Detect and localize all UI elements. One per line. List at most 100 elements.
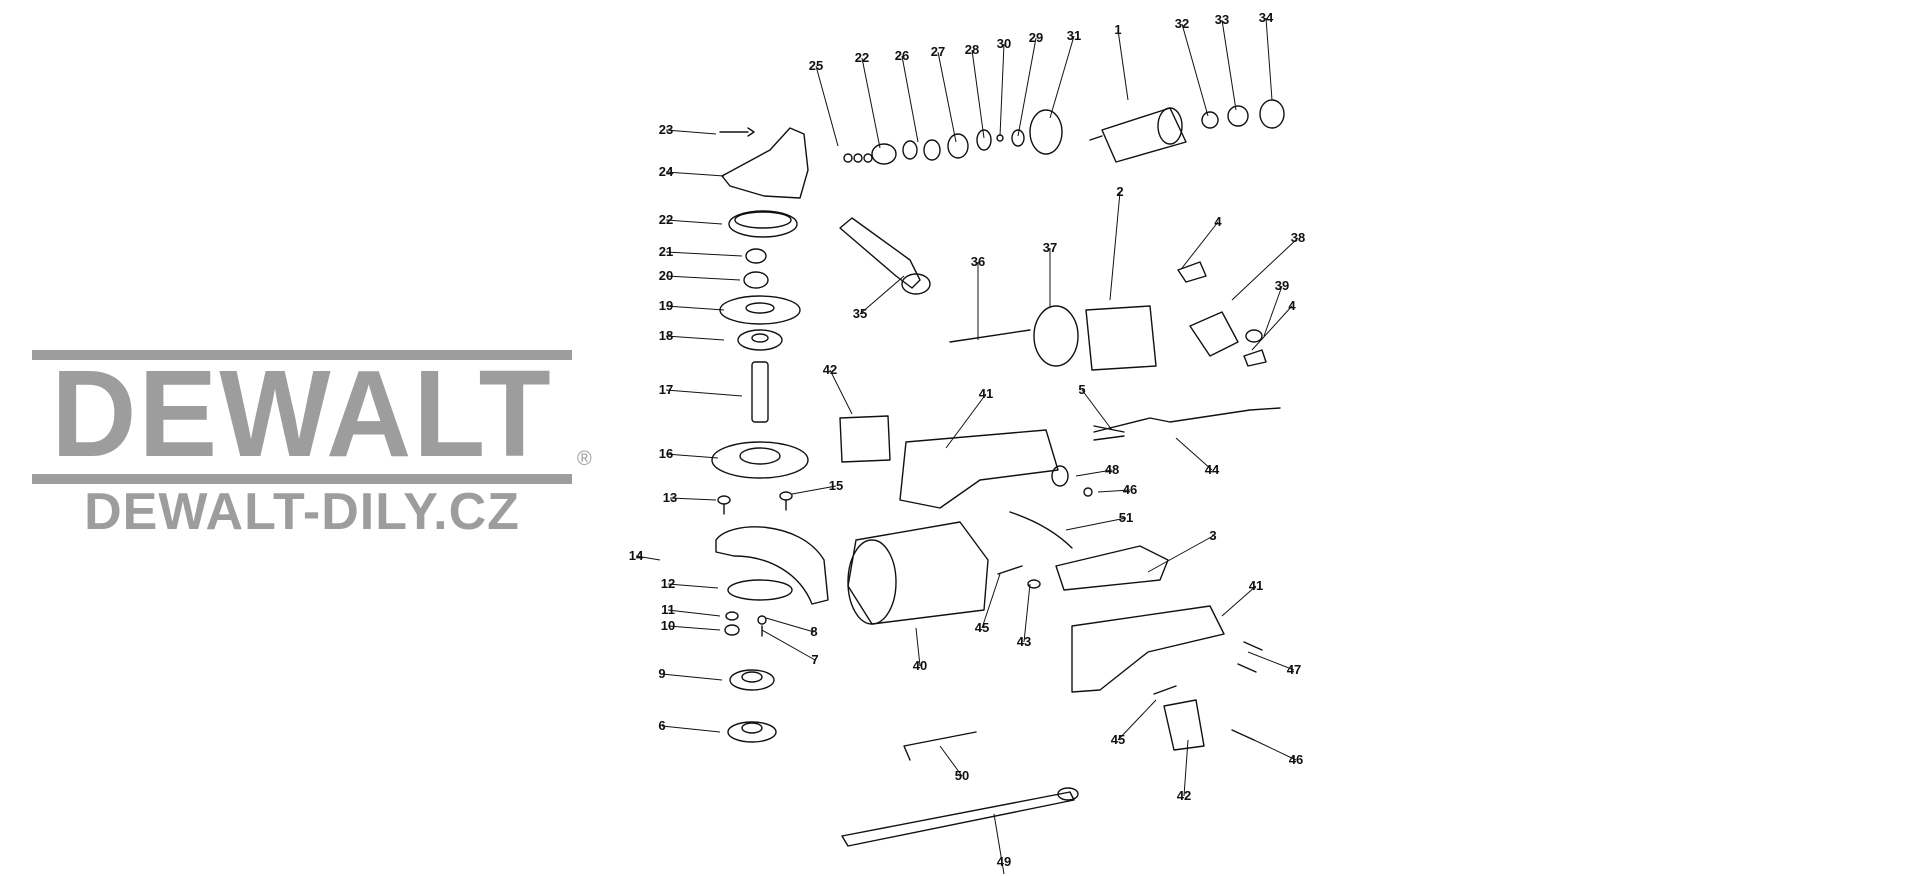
spanner-49: [841, 791, 1075, 847]
brush-holder-38: [1189, 311, 1239, 357]
leader-line: [665, 453, 719, 459]
leader-line: [1183, 739, 1189, 797]
part-number-label: 6: [658, 718, 665, 733]
leader-line: [1065, 517, 1127, 531]
part-number-label: 49: [997, 854, 1011, 869]
screw-45b: [1153, 685, 1177, 695]
part-number-label: 39: [1275, 278, 1289, 293]
ring-29: [1011, 129, 1025, 147]
part-number-label: 36: [971, 254, 985, 269]
leader-line: [665, 171, 725, 177]
armature-commutator: [1157, 107, 1183, 145]
leader-line: [1181, 23, 1209, 117]
flange-part: [719, 295, 801, 325]
leader-line: [1247, 651, 1295, 671]
leader-line: [665, 305, 725, 311]
part-number-label: 50: [955, 768, 969, 783]
logo-bottom-bar: [32, 474, 572, 484]
leader-line: [1221, 19, 1237, 111]
leader-line: [1175, 437, 1213, 471]
leader-line: [859, 275, 905, 315]
leader-line: [829, 369, 853, 415]
clamp-ring-part: [727, 579, 793, 601]
logo-brand-text: DEWALT: [51, 344, 553, 484]
washer-small-part: [757, 615, 767, 625]
part-number-label: 32: [1175, 16, 1189, 31]
ring-26b: [902, 140, 918, 160]
nut-small-part: [724, 624, 740, 636]
screw-46b: [1231, 729, 1255, 741]
part-number-label: 15: [829, 478, 843, 493]
part-number-label: 27: [931, 44, 945, 59]
leader-line: [1017, 37, 1037, 137]
part-number-label: 33: [1215, 12, 1229, 27]
long-screw-36: [949, 329, 1031, 343]
part-number-label: 4: [1288, 298, 1296, 313]
part-number-label: 26: [895, 48, 909, 63]
end-cover-42b: [1163, 699, 1205, 751]
part-number-label: 35: [853, 306, 867, 321]
bearing-cap-34: [1259, 99, 1285, 129]
screw-part: [719, 127, 755, 137]
part-number-label: 24: [659, 164, 674, 179]
leader-line: [1147, 535, 1214, 573]
part-number-label: 16: [659, 446, 673, 461]
leader-line: [635, 555, 661, 561]
part-number-label: 31: [1067, 28, 1081, 43]
leader-line: [667, 625, 721, 631]
leader-line: [993, 813, 1005, 875]
leader-line: [861, 57, 881, 149]
bearing-small-part: [743, 271, 769, 289]
brush-4b: [1243, 349, 1267, 367]
flange-hub: [745, 302, 775, 314]
leader-line: [661, 725, 721, 733]
leader-line: [665, 275, 741, 281]
bearing-plate-hub: [739, 447, 781, 465]
part-number-label: 44: [1205, 462, 1220, 477]
part-number-label: 8: [810, 624, 817, 639]
nut-part: [745, 248, 767, 264]
part-number-label: 34: [1259, 10, 1274, 25]
leader-line: [1181, 221, 1219, 269]
part-number-label: 40: [913, 658, 927, 673]
fan-baffle-37: [1033, 305, 1079, 367]
part-number-label: 42: [823, 362, 837, 377]
gear-housing-part: [721, 127, 809, 199]
leader-line: [901, 55, 919, 143]
leader-line: [1109, 191, 1121, 301]
logo-top-bar: [32, 350, 572, 360]
screw-46: [1083, 487, 1093, 497]
bevel-gear-part: [728, 210, 798, 238]
leader-line: [665, 335, 725, 341]
part-number-label: 41: [1249, 578, 1263, 593]
leader-line: [971, 49, 985, 139]
part-number-label: 25: [809, 58, 823, 73]
leader-line: [667, 583, 719, 589]
part-number-label: 22: [855, 50, 869, 65]
clip-48: [1051, 465, 1069, 487]
leader-line: [1117, 29, 1129, 101]
part-number-label: 38: [1291, 230, 1305, 245]
screw-head-15: [779, 491, 793, 501]
washer-part: [725, 611, 739, 621]
part-number-label: 42: [1177, 788, 1191, 803]
part-number-label: 22: [659, 212, 673, 227]
bearing-part: [737, 329, 783, 351]
armature-part: [1101, 107, 1187, 163]
leader-line: [1221, 585, 1257, 617]
part-number-label: 37: [1043, 240, 1057, 255]
part-number-label: 1: [1114, 22, 1121, 37]
dewalt-watermark-logo: DEWALT ® DEWALT-DILY.CZ: [32, 344, 592, 540]
hex-key-50: [903, 731, 977, 761]
leader-line: [665, 129, 717, 135]
side-handle-part: [839, 217, 921, 289]
leader-line: [1253, 739, 1297, 761]
screw-45: [997, 565, 1023, 575]
leader-line: [945, 393, 987, 449]
registered-mark: ®: [577, 448, 592, 470]
side-handle-end: [901, 273, 931, 295]
leader-line: [999, 43, 1005, 137]
part-number-label: 19: [659, 298, 673, 313]
part-number-label: 41: [979, 386, 993, 401]
part-number-label: 7: [811, 652, 818, 667]
